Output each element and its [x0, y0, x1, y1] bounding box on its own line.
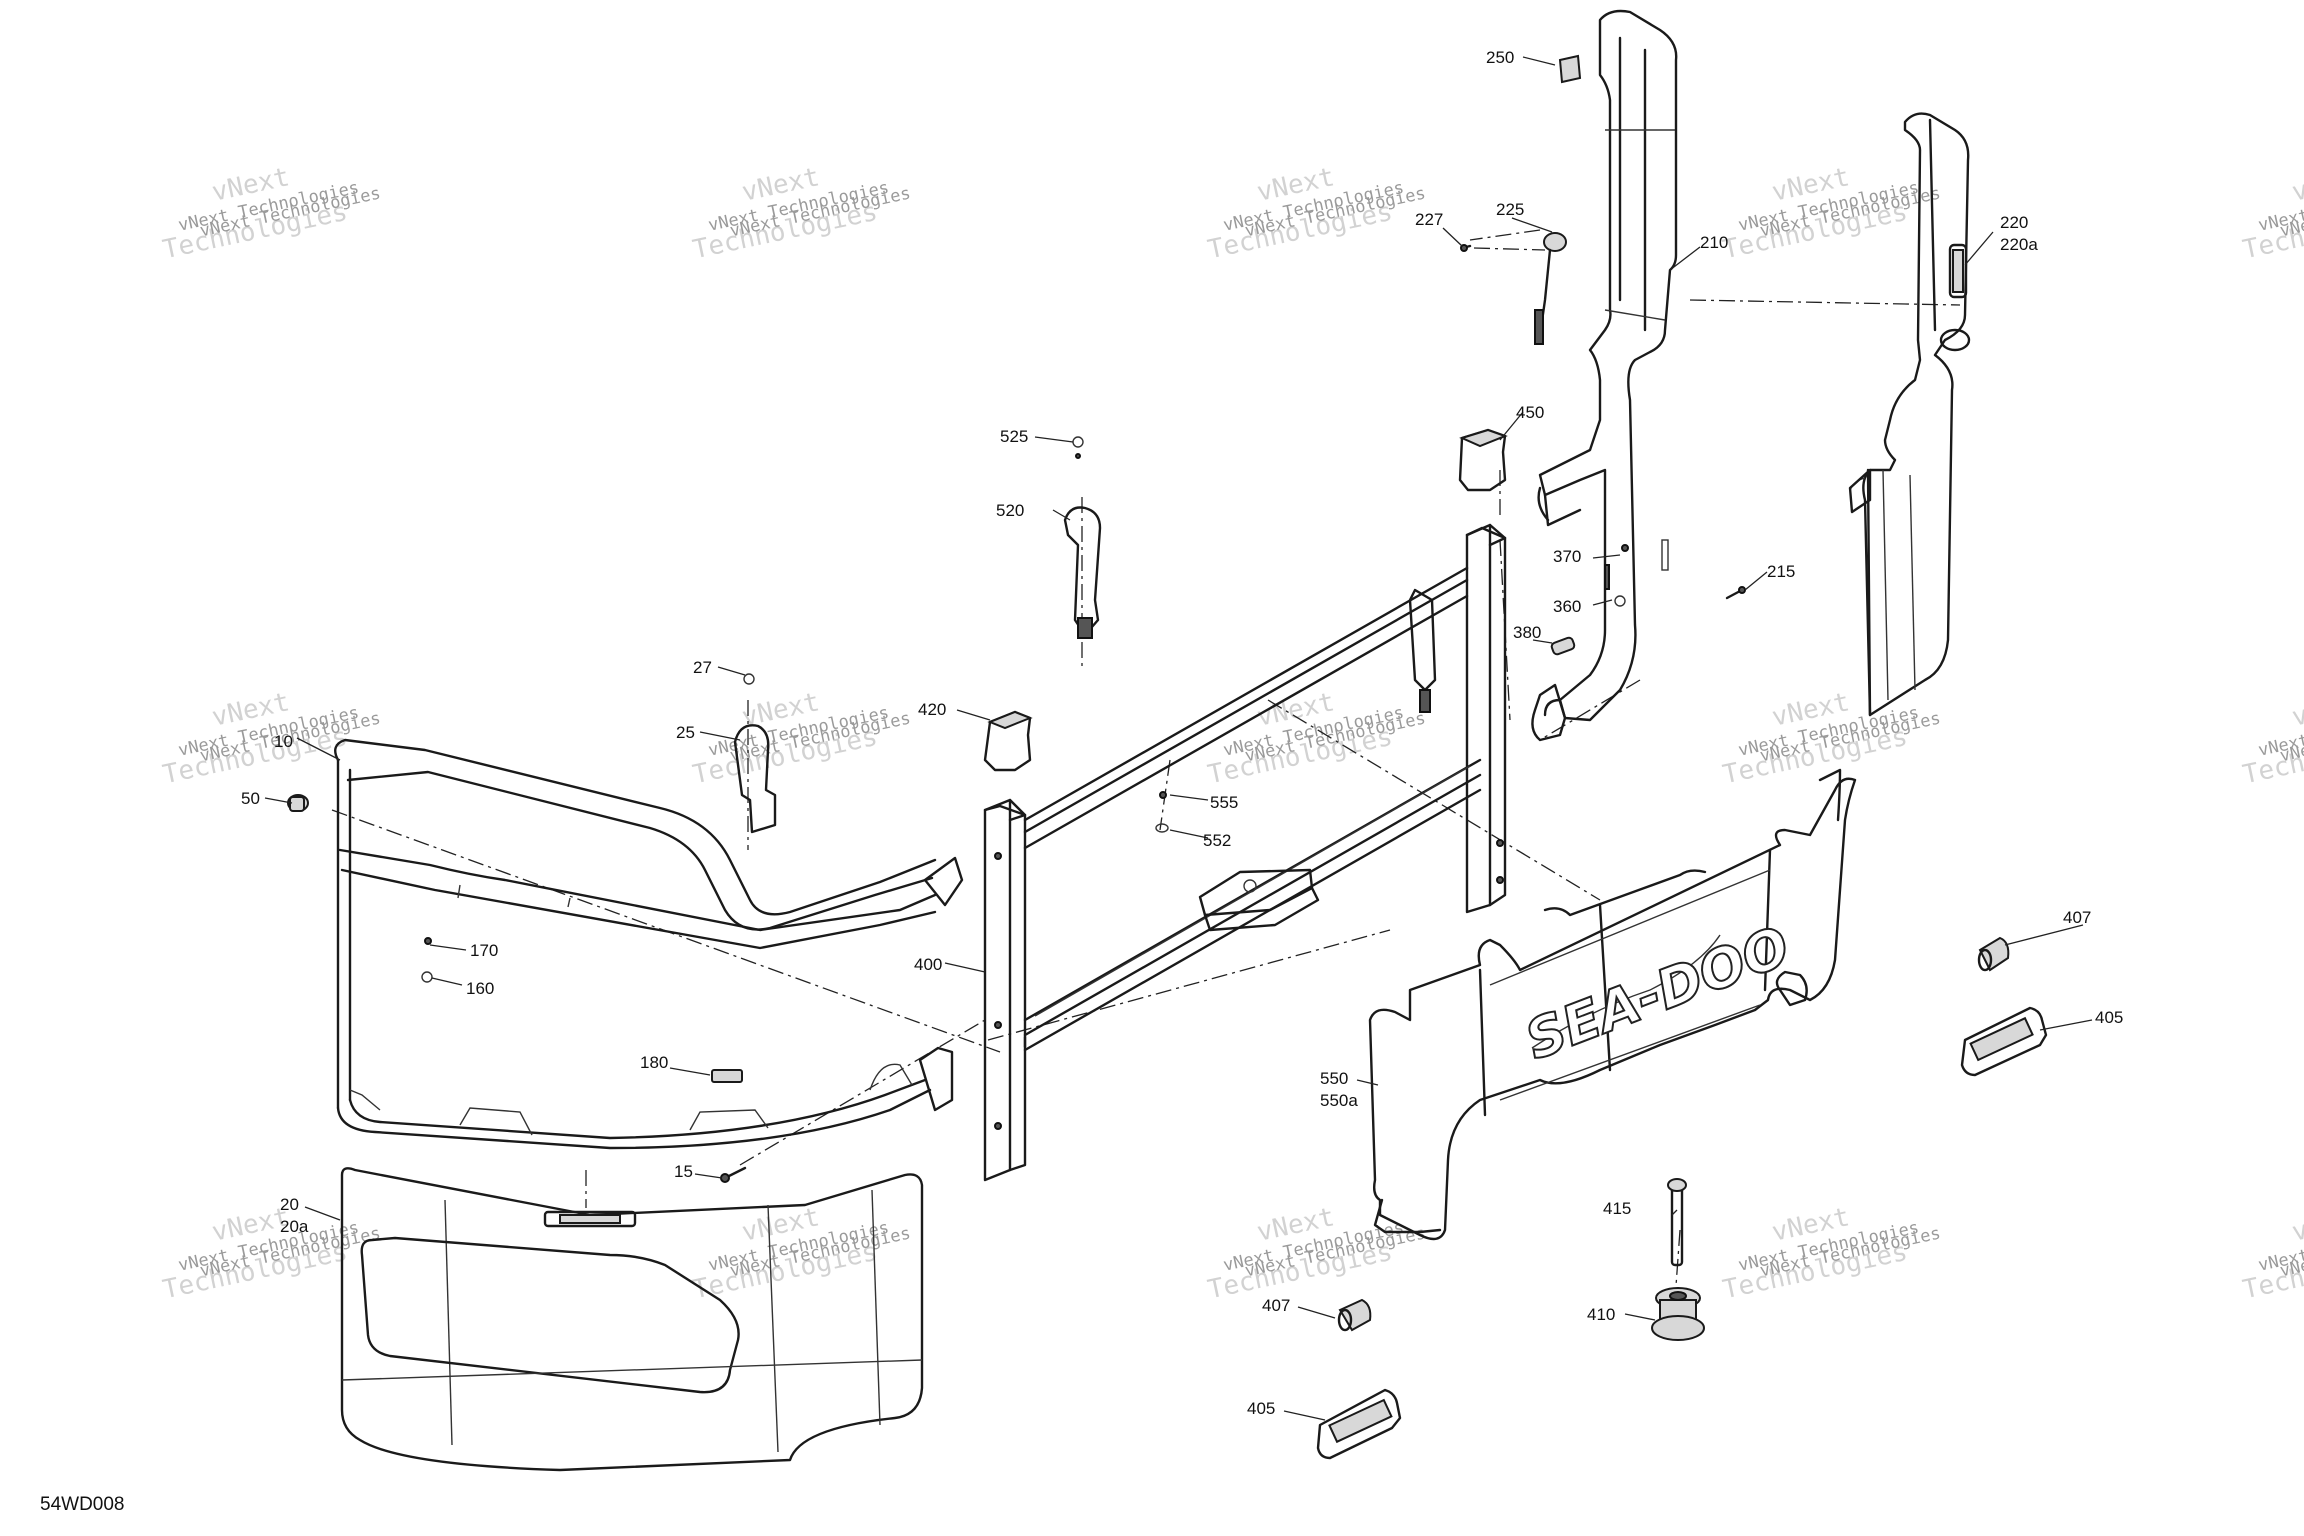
callout-250: 250: [1486, 48, 1514, 67]
washer-part-360: [1614, 595, 1626, 607]
assembly-centerlines: [331, 229, 1961, 1301]
callout-415: 415: [1603, 1199, 1631, 1218]
side-panel-part-220: [1848, 112, 1971, 717]
callout-420: 420: [918, 700, 946, 719]
front-panel-part-20: [340, 1167, 924, 1472]
callout-20a: 20a: [280, 1217, 309, 1236]
callout-550a: 550a: [1320, 1091, 1358, 1110]
callout-170: 170: [470, 941, 498, 960]
cap-part-250: [1558, 54, 1582, 84]
callout-225: 225: [1496, 200, 1524, 219]
strap-part-25: [733, 724, 777, 834]
callout-labels: 250 227 225 210 220 220a 525 450 520 370…: [241, 48, 2123, 1418]
screw-part-27: [743, 673, 755, 685]
callout-50: 50: [241, 789, 260, 808]
callout-410: 410: [1587, 1305, 1615, 1324]
callout-400: 400: [914, 955, 942, 974]
corner-caps: [983, 428, 1508, 772]
small-parts-bottom: [1316, 936, 2048, 1460]
callout-160: 160: [466, 979, 494, 998]
handle-part-405a: [1960, 1006, 2048, 1077]
callout-405b: 405: [1247, 1399, 1275, 1418]
callout-370: 370: [1553, 547, 1581, 566]
frame-part-400: [983, 523, 1507, 1182]
callout-180: 180: [640, 1053, 668, 1072]
callout-210: 210: [1700, 233, 1728, 252]
callout-520: 520: [996, 501, 1024, 520]
watermark-text: vNext: [2289, 162, 2304, 208]
callout-407b: 407: [1262, 1296, 1290, 1315]
brand-logo: SEA-DOO: [1516, 913, 1799, 1073]
screw-part-525: [1072, 436, 1084, 448]
leader-lines: [264, 56, 2093, 1421]
callout-550: 550: [1320, 1069, 1348, 1088]
callout-227: 227: [1415, 210, 1443, 229]
bushing-part-410: [1651, 1287, 1705, 1341]
callout-215: 215: [1767, 562, 1795, 581]
watermark-text: vNext: [2289, 1202, 2304, 1248]
callout-450: 450: [1516, 403, 1544, 422]
callout-10: 10: [274, 732, 293, 751]
handle-part-405b: [1316, 1388, 1402, 1460]
drawing-code: 54WD008: [40, 1494, 125, 1515]
callout-220: 220: [2000, 213, 2028, 232]
callout-552: 552: [1203, 831, 1231, 850]
brand-mark: SEA-DOO: [1517, 914, 1798, 1072]
cap-part-225: [1543, 232, 1567, 252]
bolt-part-415: [1670, 1183, 1684, 1267]
callout-380: 380: [1513, 623, 1541, 642]
strap-part-520: [1063, 436, 1102, 639]
screw-part-370: [1621, 544, 1629, 552]
callout-15: 15: [674, 1162, 693, 1181]
upright-part-210: [1531, 9, 1678, 742]
callout-27: 27: [693, 658, 712, 677]
callout-405a: 405: [2095, 1008, 2123, 1027]
callout-555: 555: [1210, 793, 1238, 812]
part-380: [1550, 636, 1576, 656]
callout-20: 20: [280, 1195, 299, 1214]
callout-360: 360: [1553, 597, 1581, 616]
callout-220a: 220a: [2000, 235, 2038, 254]
callout-525: 525: [1000, 427, 1028, 446]
sleeve-part-407b: [1338, 1298, 1372, 1332]
fasteners-552-555: [1155, 791, 1169, 833]
sleeve-part-407a: [1978, 936, 2010, 972]
rear-panel-part-550: [1368, 768, 1857, 1241]
small-parts-upright: [1460, 54, 1746, 656]
small-parts-front: [287, 673, 777, 1183]
callout-25: 25: [676, 723, 695, 742]
callout-407a: 407: [2063, 908, 2091, 927]
watermark-text: vNext: [2289, 687, 2304, 733]
front-bumper-part-10: [334, 738, 964, 1150]
clip-part-180: [711, 1069, 743, 1083]
